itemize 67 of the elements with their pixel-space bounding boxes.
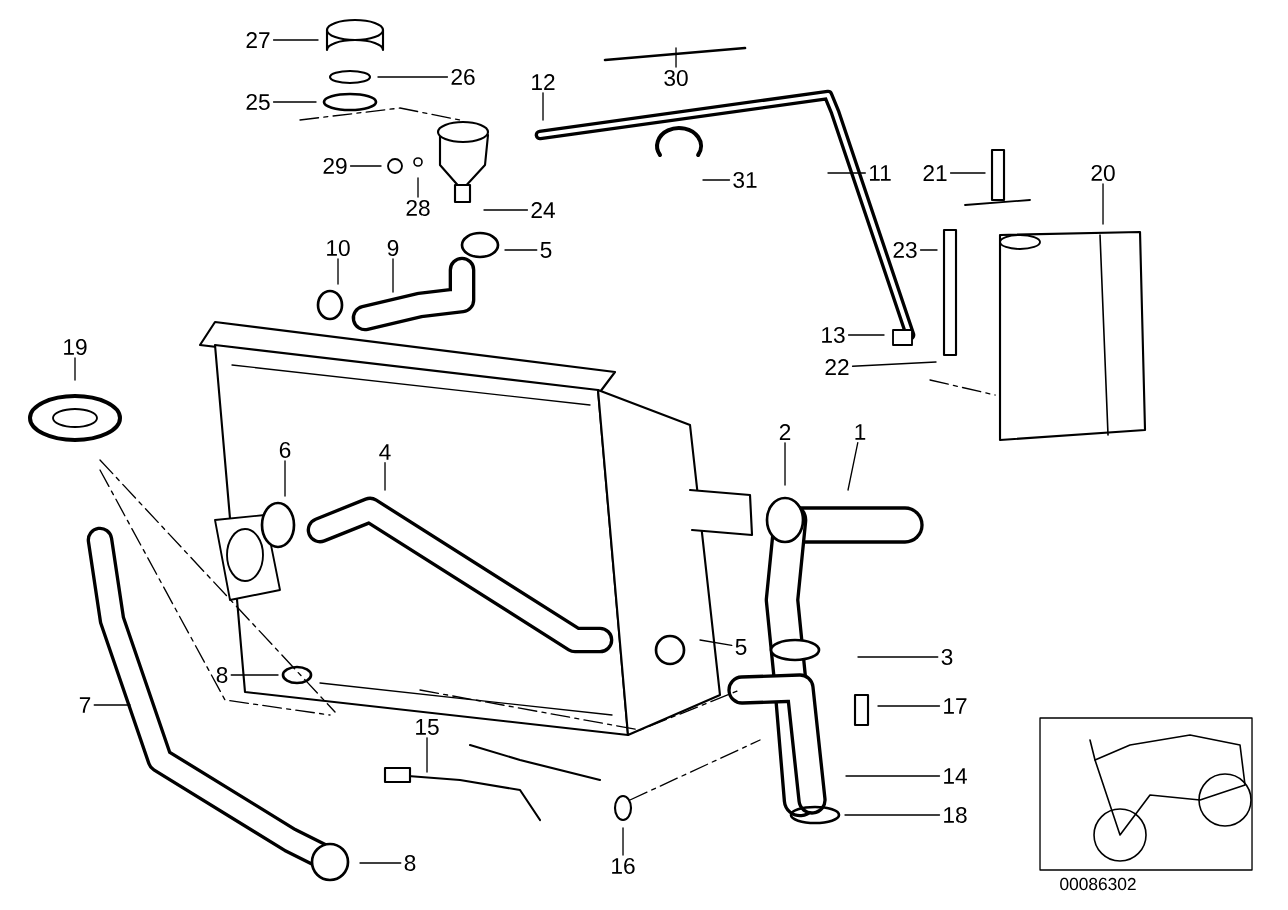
callout-number: 21 [923, 165, 947, 181]
callout-number: 5 [540, 242, 552, 258]
callout-number: 17 [944, 698, 967, 714]
leader-line [675, 47, 677, 68]
leader-line [542, 92, 544, 121]
leader-line [74, 357, 76, 381]
leader-line [483, 209, 529, 211]
callout-number: 11 [870, 165, 891, 181]
callout-number: 8 [404, 855, 416, 872]
leader-line [349, 165, 382, 167]
leader-line [93, 704, 131, 706]
leader-line [384, 462, 386, 491]
leader-line [272, 101, 317, 103]
leader-line [851, 361, 937, 367]
callout-number: 31 [733, 172, 757, 189]
callout-number: 13 [822, 327, 845, 344]
callout-number: 19 [64, 339, 87, 356]
leader-line [699, 639, 733, 647]
callout-number: 8 [216, 667, 228, 684]
leader-line [426, 737, 428, 773]
callout-number: 2 [779, 424, 791, 440]
callout-number: 9 [387, 240, 399, 257]
leader-line [284, 460, 286, 497]
callout-number: 28 [406, 199, 430, 217]
callout-number: 16 [612, 858, 635, 875]
leader-line [845, 775, 941, 777]
callout-number: 4 [379, 444, 391, 460]
leader-line [504, 249, 538, 251]
callout-number: 26 [451, 68, 475, 86]
leader-line [857, 656, 939, 658]
leader-line [784, 442, 786, 486]
callout-number: 27 [246, 32, 270, 48]
leader-line [877, 705, 941, 707]
callout-number: 18 [944, 807, 967, 824]
leader-line [417, 177, 419, 198]
callout-number: 24 [531, 202, 555, 218]
callout-number: 22 [825, 359, 849, 375]
leader-line [622, 827, 624, 856]
leader-line [919, 249, 938, 251]
leader-line [702, 179, 731, 181]
callout-number: 23 [893, 242, 917, 259]
callout-number: 30 [664, 69, 688, 87]
leader-line [377, 76, 449, 78]
callout-number: 15 [416, 719, 439, 735]
callout-number: 3 [941, 649, 953, 666]
leader-line [847, 334, 885, 336]
catalog-number: 00086302 [1060, 877, 1136, 891]
leader-line [392, 258, 394, 293]
leader-line [230, 674, 279, 676]
callout-number: 10 [327, 240, 350, 257]
leader-line [272, 39, 319, 41]
leader-line [847, 442, 859, 491]
leader-line [1102, 183, 1104, 225]
callout-number: 20 [1091, 164, 1115, 182]
callout-number: 29 [323, 158, 347, 175]
leader-line [359, 862, 402, 864]
leader-line [337, 258, 339, 285]
callout-number: 7 [79, 697, 91, 713]
callout-number: 14 [944, 768, 967, 784]
callout-number: 5 [735, 639, 747, 655]
callout-number: 1 [855, 424, 866, 440]
callout-number: 12 [532, 74, 555, 90]
leader-line [827, 172, 866, 174]
leader-line [949, 172, 986, 174]
callout-number: 25 [246, 93, 270, 111]
leader-line [844, 814, 941, 816]
callout-number: 6 [279, 442, 291, 459]
